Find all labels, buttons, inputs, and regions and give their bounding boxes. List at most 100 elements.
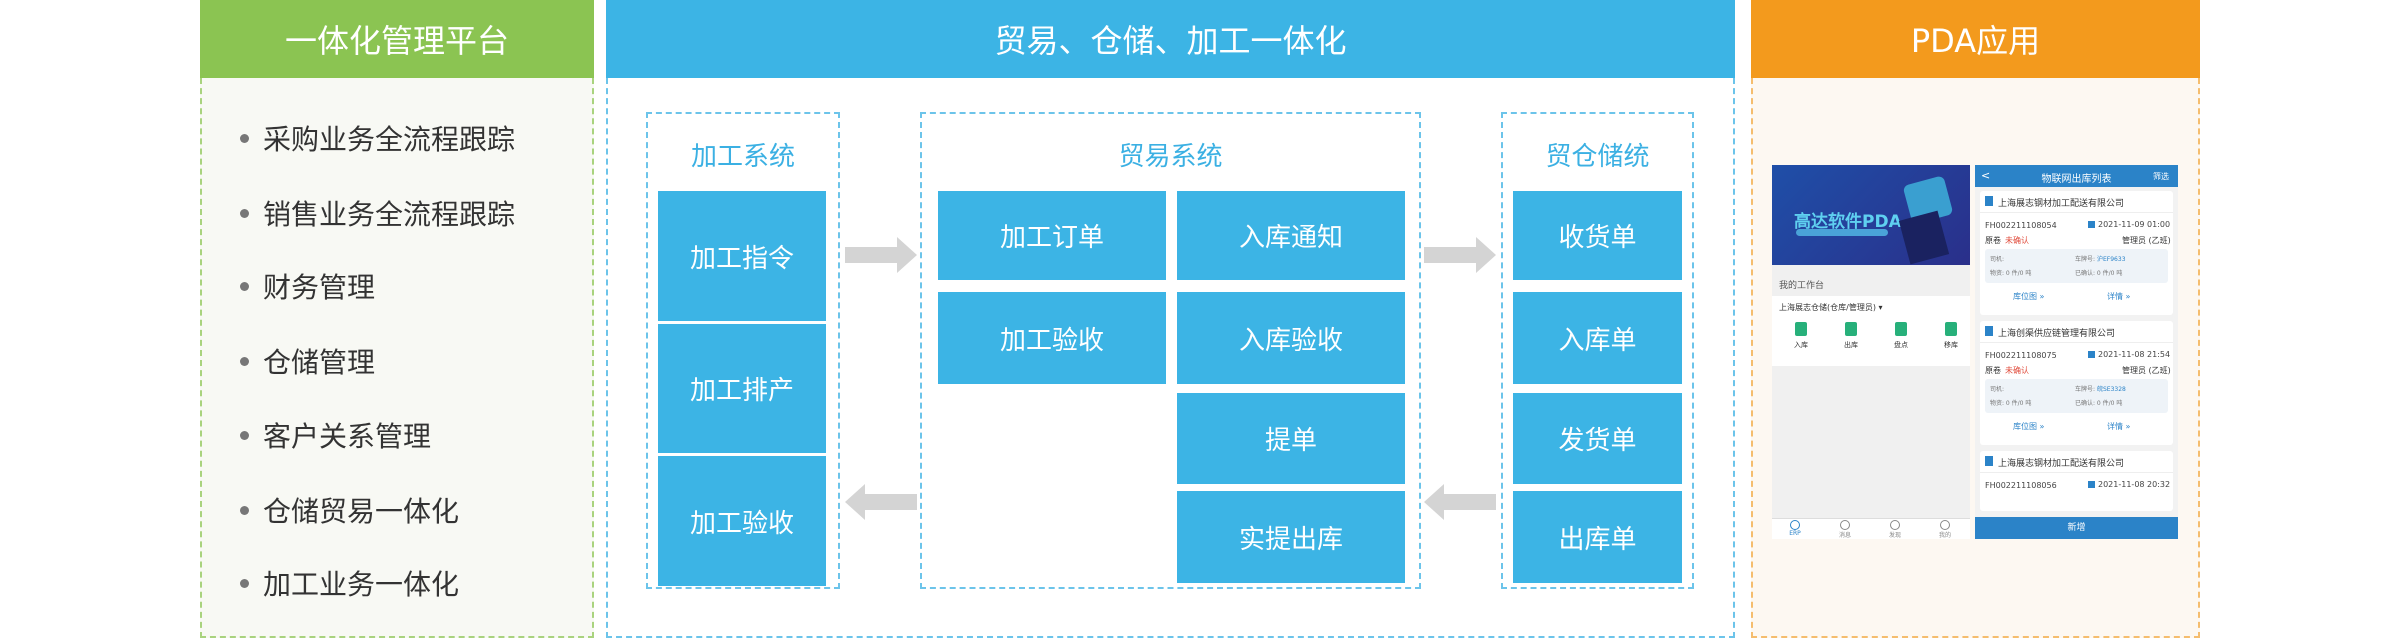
action-1[interactable]: 出库 (1836, 322, 1866, 358)
calendar-icon (2088, 221, 2095, 228)
plate-value: 沪EF9633 (2097, 256, 2126, 263)
workbench-label: 我的工作台 (1779, 281, 1825, 291)
divider (1980, 472, 2173, 473)
warehouse-block[interactable]: 出库单 (1513, 491, 1682, 583)
building-icon (1985, 326, 1993, 336)
pda-home-screen: 高达软件PDA 我的工作台 上海展志仓储(仓库/管理员) ▾ 入库出库盘点移库 … (1772, 165, 1970, 539)
action-2[interactable]: 盘点 (1886, 322, 1916, 358)
plate-label: 车牌号: (2075, 256, 2096, 263)
record-no: FH002211108075 (1985, 351, 2057, 360)
filter-button[interactable]: 筛选 (2153, 172, 2169, 181)
processing-block[interactable]: 加工指令 (658, 191, 826, 321)
record-type: 原卷 (1985, 236, 2001, 245)
list-item: 采购业务全流程跟踪 (240, 118, 515, 158)
bullet-icon (240, 578, 249, 588)
processing-system-box (646, 112, 840, 589)
arrow-left-icon (1424, 484, 1496, 520)
boxes-icon (1945, 322, 1957, 336)
tab-label: 消息 (1838, 532, 1851, 539)
record-operator: 管理员 (乙班) (2122, 366, 2171, 375)
record-company: 上海展志钢材加工配送有限公司 (1998, 459, 2125, 469)
banner-title: 高达软件PDA (1794, 212, 1902, 232)
warehouse-block[interactable]: 入库单 (1513, 292, 1682, 384)
divider (1980, 342, 2173, 343)
processing-block[interactable]: 加工验收 (658, 456, 826, 586)
tab-2[interactable]: 发现 (1880, 520, 1910, 539)
middle-panel-header: 贸易、仓储、加工一体化 (606, 0, 1735, 78)
trade-block[interactable]: 加工验收 (938, 292, 1166, 384)
tab-icon (1840, 520, 1850, 530)
plate-value: 皖SE3328 (2097, 386, 2126, 393)
list-item-label: 财务管理 (263, 271, 376, 304)
boxes-icon (1895, 322, 1907, 336)
warehouse-block[interactable]: 收货单 (1513, 191, 1682, 280)
tab-3[interactable]: 我的 (1930, 520, 1960, 539)
tab-icon (1940, 520, 1950, 530)
trade-block[interactable]: 入库验收 (1177, 292, 1405, 384)
goods-count: 物资: 0 件/0 吨 (1990, 400, 2032, 407)
warehouse-system-box (1501, 112, 1694, 589)
back-button[interactable]: < (1981, 169, 1991, 182)
list-item: 加工业务一体化 (240, 563, 459, 603)
bullet-icon (240, 505, 249, 515)
action-label: 入库 (1794, 341, 1808, 349)
list-item-label: 客户关系管理 (263, 420, 432, 453)
arrow-left-icon (845, 484, 917, 520)
action-label: 盘点 (1894, 341, 1908, 349)
location-map-link[interactable]: 库位图 » (2013, 422, 2045, 431)
left-panel-header: 一体化管理平台 (200, 0, 594, 78)
driver-label: 司机: (1990, 256, 2005, 263)
list-item: 仓储管理 (240, 341, 375, 381)
document-icon (1795, 322, 1807, 336)
record-card[interactable]: 上海创渠供应链管理有限公司 FH002211108075 2021-11-08 21… (1980, 321, 2173, 445)
location-map-link[interactable]: 库位图 » (2013, 292, 2045, 301)
bullet-icon (240, 281, 249, 291)
action-label: 出库 (1844, 341, 1858, 349)
record-operator: 管理员 (乙班) (2122, 236, 2171, 245)
trade-block[interactable]: 入库通知 (1177, 191, 1405, 280)
action-label: 移库 (1944, 341, 1958, 349)
tab-label: 我的 (1938, 532, 1951, 539)
trade-block[interactable]: 实提出库 (1177, 491, 1405, 583)
record-date: 2021-11-08 21:54 (2098, 350, 2171, 359)
detail-link[interactable]: 详情 » (2107, 292, 2131, 301)
warehouse-select-value: 上海展志仓储(仓库/管理员) (1779, 303, 1876, 312)
bullet-icon (240, 133, 249, 143)
list-item-label: 销售业务全流程跟踪 (263, 198, 516, 231)
list-item: 销售业务全流程跟踪 (240, 193, 515, 233)
list-title: 物联网出库列表 (2041, 174, 2112, 185)
list-item-label: 仓储管理 (263, 346, 376, 379)
bullet-icon (240, 356, 249, 366)
tab-label: ERP (1789, 530, 1801, 537)
confirmed-count: 已确认: 0 件/0 吨 (2075, 270, 2123, 277)
record-status: 未确认 (2005, 366, 2029, 375)
warehouse-block[interactable]: 发货单 (1513, 393, 1682, 484)
record-no: FH002211108054 (1985, 221, 2057, 230)
tab-icon (1790, 520, 1800, 530)
left-panel (200, 78, 594, 638)
tab-1[interactable]: 消息 (1830, 520, 1860, 539)
warehouse-select[interactable]: 上海展志仓储(仓库/管理员) ▾ (1779, 303, 1883, 312)
trade-block[interactable]: 提单 (1177, 393, 1405, 484)
detail-link[interactable]: 详情 » (2107, 422, 2131, 431)
action-0[interactable]: 入库 (1786, 322, 1816, 358)
building-icon (1985, 196, 1993, 206)
processing-block[interactable]: 加工排产 (658, 324, 826, 453)
trade-block[interactable]: 加工订单 (938, 191, 1166, 280)
list-item-label: 仓储贸易一体化 (263, 495, 460, 528)
action-3[interactable]: 移库 (1936, 322, 1966, 358)
tab-0[interactable]: ERP (1780, 520, 1810, 537)
banner: 高达软件PDA (1772, 165, 1970, 265)
arrow-right-icon (845, 237, 917, 273)
record-company: 上海创渠供应链管理有限公司 (1998, 329, 2116, 339)
list-header: < 物联网出库列表 筛选 (1975, 165, 2178, 187)
list-item-label: 加工业务一体化 (263, 568, 460, 601)
bullet-icon (240, 430, 249, 440)
record-status: 未确认 (2005, 236, 2029, 245)
tab-label: 发现 (1888, 532, 1901, 539)
trade-system-title: 贸易系统 (1118, 142, 1223, 172)
add-button[interactable]: 新增 (1975, 517, 2178, 539)
